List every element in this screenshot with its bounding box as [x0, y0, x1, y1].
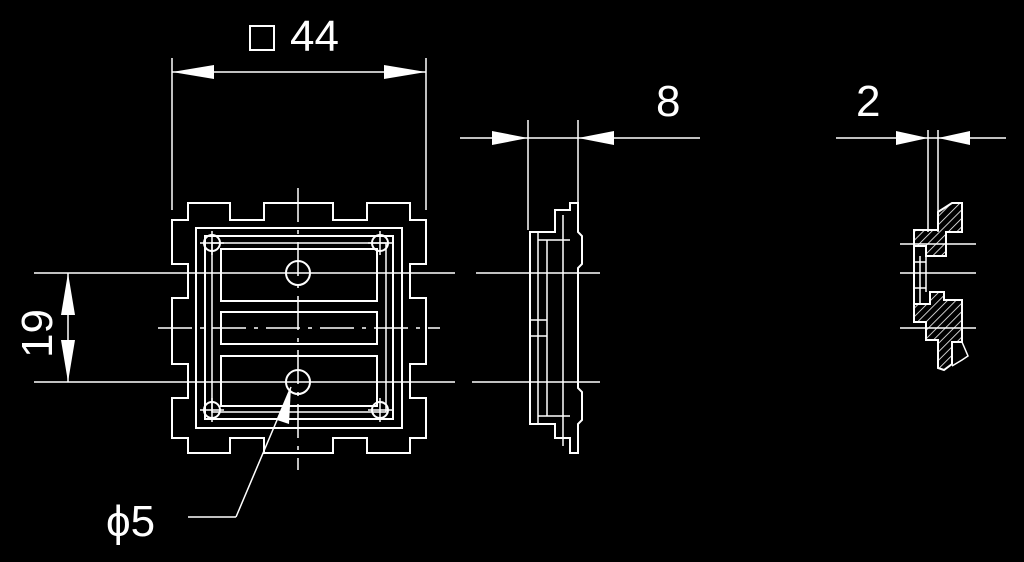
slot-bottom — [220, 355, 378, 407]
hole-pitch-label: 19 — [13, 309, 62, 358]
dimension-wall: 2 — [836, 77, 1006, 145]
width-dimension-label: 44 — [290, 12, 339, 61]
front-view — [34, 188, 455, 470]
side-view — [472, 120, 600, 454]
slot-top — [220, 248, 378, 302]
section-lower-hatched — [913, 291, 963, 372]
corner-hole-tl — [200, 231, 224, 255]
hole-diameter-label: ϕ5 — [106, 497, 155, 546]
corner-hole-tr — [368, 231, 392, 255]
dimension-thickness: 8 — [460, 77, 700, 145]
front-outline — [171, 202, 427, 454]
corner-hole-bl — [200, 398, 224, 422]
thickness-dimension-label: 8 — [656, 77, 680, 126]
dimension-hole-pitch: 19 — [13, 273, 75, 382]
section-upper-hatched — [913, 202, 963, 257]
section-view — [900, 130, 976, 372]
wall-dimension-label: 2 — [856, 77, 880, 126]
corner-hole-br — [368, 398, 392, 422]
front-inner-outline — [195, 227, 403, 429]
dimension-width: 44 — [171, 12, 427, 210]
dimension-hole-diameter: ϕ5 — [106, 386, 292, 546]
side-profile — [529, 202, 583, 454]
square-symbol-icon — [249, 25, 275, 51]
